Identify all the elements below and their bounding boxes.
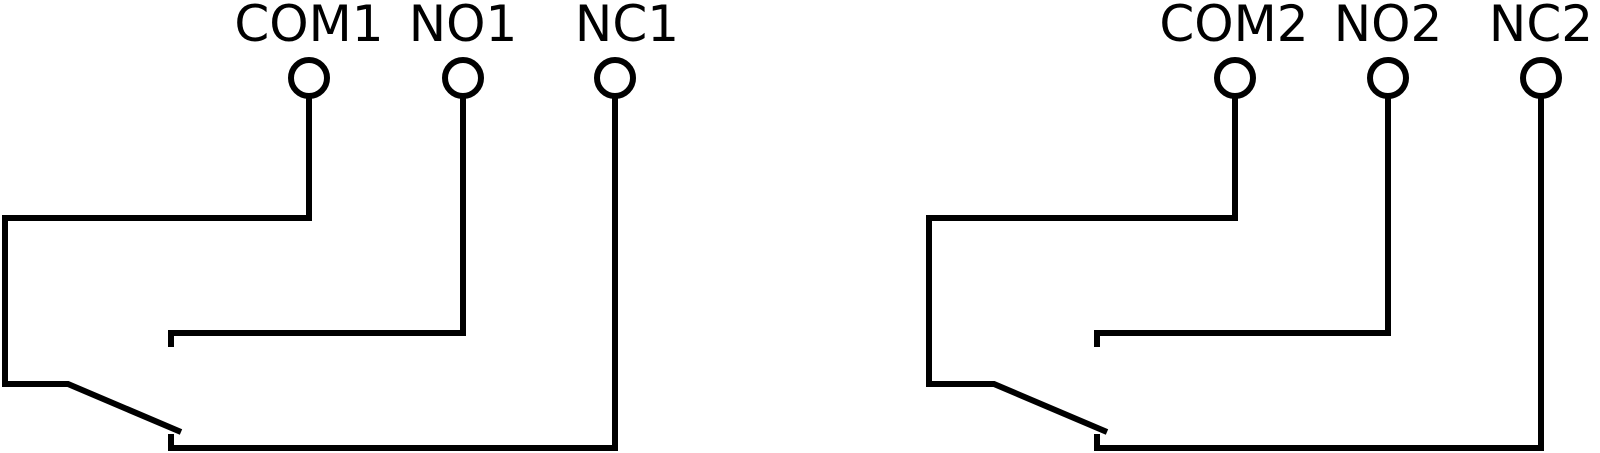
terminal-nc2-circle (1520, 57, 1562, 99)
terminal-label-nc1: NC1 (575, 0, 679, 53)
terminal-label-com1: COM1 (234, 0, 383, 53)
terminal-label-com2: COM2 (1159, 0, 1308, 53)
nc1-wire (168, 97, 618, 451)
terminal-com1-circle (288, 57, 330, 99)
relay-1: COM1 NO1 NC1 (2, 0, 679, 451)
relay-2: COM2 NO2 NC2 (926, 0, 1593, 451)
terminal-no2-circle (1367, 57, 1409, 99)
terminal-label-nc2: NC2 (1489, 0, 1593, 53)
terminal-label-no1: NO1 (409, 0, 518, 53)
terminal-no1-circle (442, 57, 484, 99)
com2-wire (926, 97, 1238, 435)
no1-wire (168, 97, 466, 347)
terminal-nc1-circle (594, 57, 636, 99)
terminal-com2-circle (1214, 57, 1256, 99)
no2-wire (1094, 97, 1391, 347)
com1-wire (2, 97, 312, 435)
terminal-label-no2: NO2 (1334, 0, 1443, 53)
nc2-wire (1094, 97, 1544, 451)
